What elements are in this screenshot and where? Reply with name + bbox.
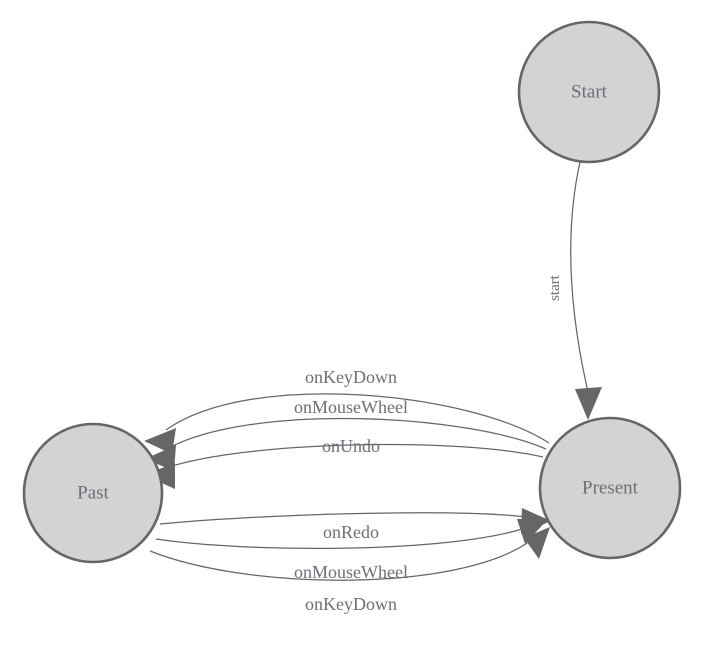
arrowhead-past-2 — [145, 445, 176, 471]
edge-present-to-past-mousewheel[interactable] — [145, 417, 547, 471]
edge-wheel-fwd-path — [155, 527, 526, 550]
edge-label-redo: onRedo — [323, 522, 379, 542]
edge-label-keydown-back: onKeyDown — [305, 367, 397, 387]
edge-present-to-past-keydown[interactable] — [144, 393, 550, 454]
edge-label-keydown-fwd: onKeyDown — [305, 594, 397, 614]
node-start-circle — [517, 20, 661, 164]
node-past-circle — [22, 422, 164, 564]
edge-redo-path — [159, 512, 528, 525]
node-start-label: Start — [571, 81, 608, 102]
node-present[interactable]: Present — [538, 416, 682, 560]
edge-past-to-present-keydown[interactable] — [149, 527, 550, 581]
edge-keydown-back-path — [165, 393, 550, 444]
edge-undo-path — [165, 443, 544, 469]
node-past-label: Past — [77, 482, 109, 503]
edge-start-to-present[interactable]: start — [547, 161, 602, 420]
edge-label-mousewheel-back: onMouseWheel — [294, 397, 408, 417]
edge-label-undo: onUndo — [322, 436, 380, 456]
edge-keydown-fwd-path — [149, 540, 531, 581]
node-present-label: Present — [582, 477, 639, 498]
edge-label-mousewheel-fwd: onMouseWheel — [294, 562, 408, 582]
node-present-circle — [538, 416, 682, 560]
edge-wheel-back-path — [166, 417, 547, 450]
node-past[interactable]: Past — [22, 422, 164, 564]
edge-start-path — [570, 161, 589, 393]
arrowhead-present-3 — [524, 527, 550, 559]
arrowhead-present-top — [575, 387, 602, 420]
node-start[interactable]: Start — [517, 20, 661, 164]
arrowhead-past-1 — [144, 428, 176, 454]
edge-label-start: start — [547, 274, 563, 301]
